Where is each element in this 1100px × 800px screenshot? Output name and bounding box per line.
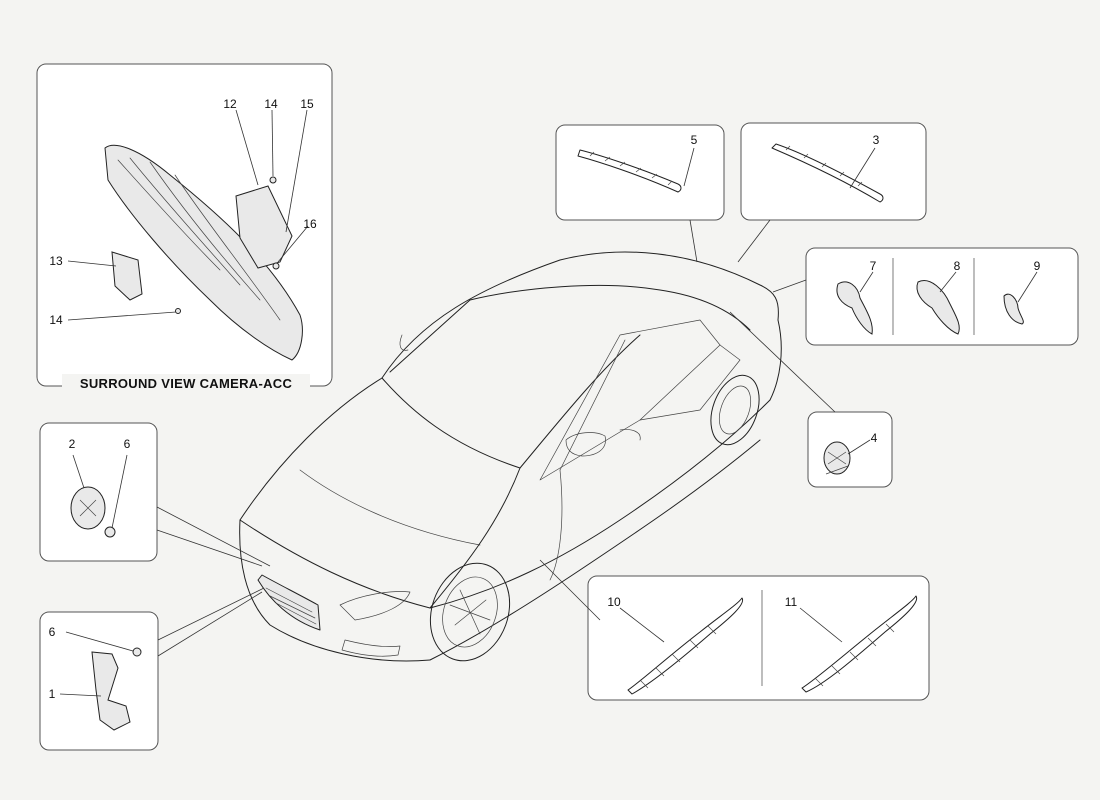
side-script-badge-10 — [627, 597, 744, 695]
callout-12: 12 — [223, 97, 237, 111]
connector-lines — [156, 219, 836, 657]
inset-surround-view-camera: SURROUND VIEW CAMERA-ACC 12 14 15 16 13 … — [36, 63, 333, 394]
front-grille-frame — [104, 144, 303, 361]
callout-14-upper: 14 — [264, 97, 278, 111]
trident-nut — [132, 647, 142, 657]
trident-emblem — [91, 651, 131, 731]
callout-5: 5 — [691, 133, 698, 147]
nut-16 — [272, 262, 280, 270]
callout-2: 2 — [69, 437, 76, 451]
badge-8 — [916, 280, 960, 335]
callout-1: 1 — [49, 687, 56, 701]
badge-7 — [836, 281, 873, 335]
callout-16: 16 — [303, 217, 317, 231]
box-grille-trident: 6 1 — [39, 611, 159, 751]
emblem-nut — [104, 526, 116, 538]
callout-6-upper: 6 — [124, 437, 131, 451]
callout-9: 9 — [1034, 259, 1041, 273]
callout-14-lower: 14 — [49, 313, 63, 327]
callout-4: 4 — [871, 431, 878, 445]
callout-6-lower: 6 — [49, 625, 56, 639]
callout-15: 15 — [300, 97, 314, 111]
side-script-badge-11 — [801, 595, 918, 693]
callout-11: 11 — [785, 595, 798, 609]
box-trident-rear: 4 — [807, 411, 893, 488]
badge-9 — [1003, 293, 1024, 325]
car-illustration — [239, 251, 782, 662]
box-side-badges: 10 11 — [587, 575, 930, 701]
callout-3: 3 — [873, 133, 880, 147]
box-brand-script: 3 — [740, 122, 927, 221]
callout-13: 13 — [49, 254, 63, 268]
box-model-badge: 5 — [555, 124, 725, 221]
box-rear-badges: 7 8 9 — [805, 247, 1079, 346]
front-camera — [111, 251, 143, 301]
brand-script-badge — [771, 143, 884, 203]
callout-7: 7 — [870, 259, 877, 273]
callout-10: 10 — [607, 595, 621, 609]
model-script-badge — [577, 149, 682, 193]
bolt-14-lower — [175, 308, 181, 314]
inset-caption: SURROUND VIEW CAMERA-ACC — [80, 376, 293, 391]
bolt-14-upper — [269, 176, 277, 184]
callout-8: 8 — [954, 259, 961, 273]
box-front-emblem: 2 6 — [39, 422, 158, 562]
camera-bracket — [235, 185, 293, 269]
